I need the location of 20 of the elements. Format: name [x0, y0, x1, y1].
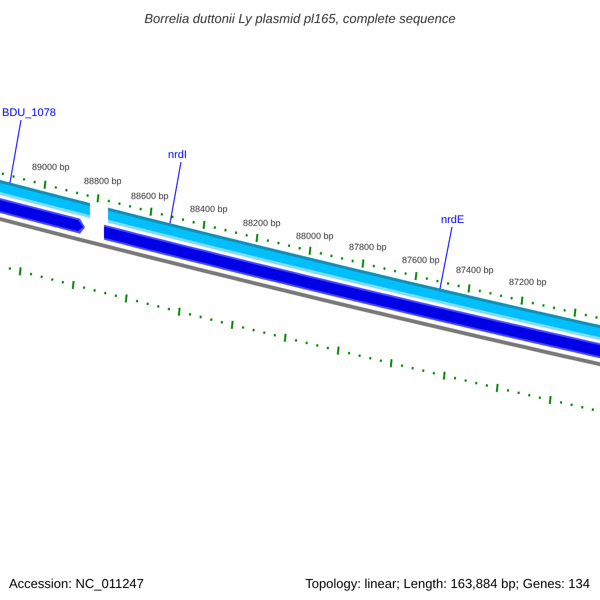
- leader-line: [10, 120, 22, 184]
- position-label: 87400 bp: [456, 265, 494, 276]
- position-label: 88400 bp: [190, 204, 228, 215]
- gene-label: BDU_1078: [2, 107, 56, 120]
- position-label: 87200 bp: [509, 277, 547, 288]
- gene-label: nrdE: [441, 214, 464, 227]
- position-label: 88600 bp: [131, 191, 169, 202]
- position-label: 88200 bp: [243, 218, 281, 229]
- leader-line: [170, 162, 182, 224]
- position-label: 87600 bp: [402, 255, 440, 266]
- gene-bar: [108, 208, 600, 342]
- leader-line: [440, 226, 452, 290]
- position-label: 89000 bp: [32, 162, 70, 173]
- title: Borrelia duttonii Ly plasmid pl165, complete sequence: [143, 10, 457, 28]
- position-label: 87800 bp: [349, 242, 387, 253]
- accession-text: Accession: NC_011247: [9, 575, 144, 593]
- gene-label: nrdI: [168, 149, 187, 162]
- summary-text: Topology: linear; Length: 163,884 bp; Genes: 134: [305, 575, 590, 593]
- position-label: 88800 bp: [84, 176, 122, 187]
- position-label: 88000 bp: [296, 231, 334, 242]
